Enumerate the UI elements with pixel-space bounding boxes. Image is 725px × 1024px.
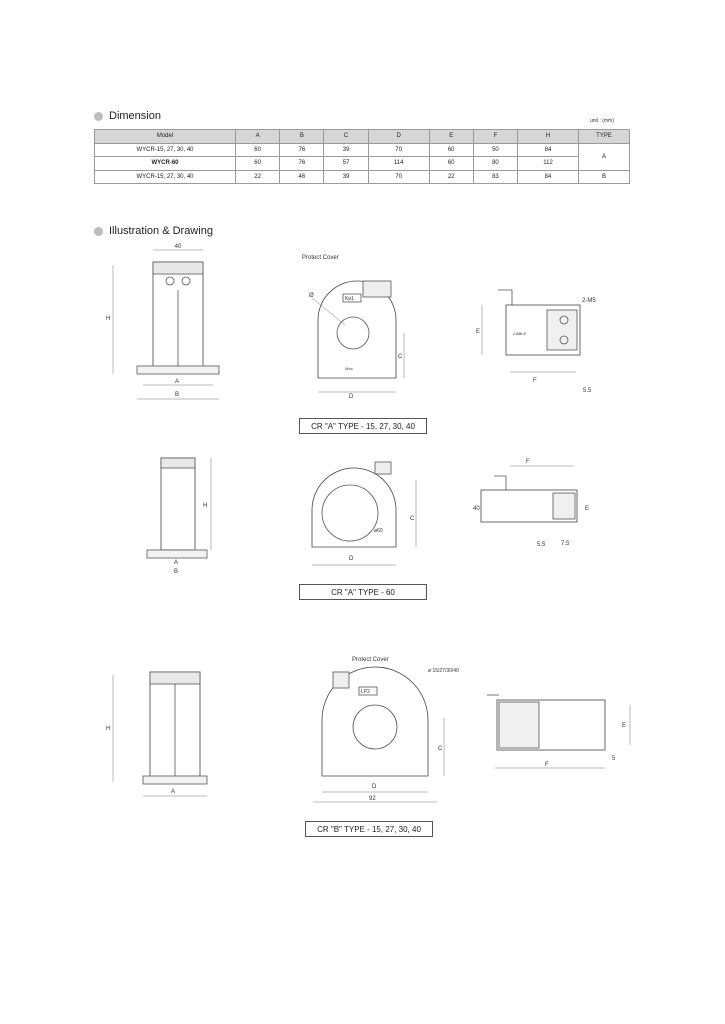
bullet-icon bbox=[94, 111, 103, 121]
dim-a: A bbox=[175, 379, 179, 385]
cell: 39 bbox=[323, 169, 369, 184]
col-header: B bbox=[279, 129, 325, 144]
table-row: WYCR-15, 27, 30, 40 60 76 39 70 60 50 84… bbox=[94, 142, 630, 171]
dim-a: A bbox=[174, 560, 178, 566]
caption-a-type: CR "A" TYPE - 15, 27, 30, 40 bbox=[299, 418, 427, 434]
dim-a: A bbox=[171, 789, 175, 795]
front-view-a-type: 40 H A B bbox=[106, 244, 220, 400]
table-header-row: Model A B C D E F H TYPE bbox=[94, 129, 630, 144]
caption-b-type: CR "B" TYPE - 15, 27, 30, 40 bbox=[305, 821, 433, 837]
col-header: H bbox=[517, 129, 579, 144]
dimension-heading: Dimension bbox=[94, 110, 161, 122]
side-view-a-type-60: ø60 D C bbox=[311, 461, 417, 566]
side-view-b-type: Protect Cover LP2 ø 15/27/30/40 D 92 C bbox=[313, 657, 459, 803]
dim-c: C bbox=[398, 354, 403, 360]
dim-c: C bbox=[410, 516, 415, 522]
dim-e: E bbox=[476, 329, 480, 335]
cell-model: WYCR-15, 27, 30, 40 bbox=[94, 169, 236, 184]
dim-92: 92 bbox=[369, 796, 376, 802]
dim-h: H bbox=[106, 726, 110, 732]
dimension-table: Model A B C D E F H TYPE WYCR-15, 27, 30… bbox=[94, 129, 630, 184]
dim-f: F bbox=[533, 378, 537, 384]
m5-label: 2-M5 bbox=[582, 298, 596, 304]
cell-type: A bbox=[578, 142, 630, 171]
dim-b: B bbox=[174, 569, 178, 575]
dim-f: F bbox=[545, 762, 549, 768]
dim-c: C bbox=[438, 746, 443, 752]
cable-label: CABLE bbox=[513, 331, 526, 336]
dim-7-5: 7.5 bbox=[561, 541, 570, 547]
protect-cover-label: Protect Cover bbox=[302, 255, 339, 261]
col-header: E bbox=[428, 129, 474, 144]
dimension-title: Dimension bbox=[109, 110, 161, 122]
phi60-label: ø60 bbox=[374, 528, 383, 534]
bullet-icon bbox=[94, 226, 103, 236]
table-row: WYCR-60 60 76 57 114 60 80 112 bbox=[94, 156, 630, 171]
dim-f: F bbox=[526, 459, 530, 465]
dim-5-5: 5.5 bbox=[583, 388, 592, 394]
top-view-a-type: CABLE 2-M5 E F 5.5 bbox=[476, 289, 596, 394]
phi15-label: ø 15/27/30/40 bbox=[428, 668, 459, 674]
illustration-title: Illustration & Drawing bbox=[109, 225, 213, 237]
dim-40: 40 bbox=[473, 506, 480, 512]
dim-40: 40 bbox=[175, 244, 182, 250]
dim-h: H bbox=[203, 503, 207, 509]
col-header: Model bbox=[94, 129, 236, 144]
dim-b: B bbox=[175, 392, 179, 398]
dim-d: D bbox=[372, 784, 377, 790]
top-view-b-type: F E 5 bbox=[487, 694, 631, 769]
cell-type: B bbox=[578, 169, 630, 184]
lp2-label: LP2 bbox=[361, 689, 370, 695]
unit-label: unit : (mm) bbox=[590, 118, 614, 124]
dim-d: D bbox=[349, 556, 354, 562]
caption-a-type-60: CR "A" TYPE - 60 bbox=[299, 584, 427, 600]
dim-d: D bbox=[349, 394, 354, 400]
cell: 83 bbox=[472, 169, 519, 184]
kp1-label: Kp1 bbox=[345, 296, 354, 302]
dim-h: H bbox=[106, 316, 110, 322]
front-view-a-type-60: H A B bbox=[146, 457, 212, 575]
table-row: WYCR-15, 27, 30, 40 22 46 39 70 22 83 84… bbox=[94, 169, 630, 184]
dim-5: 5 bbox=[612, 756, 616, 762]
protect-cover-label: Protect Cover bbox=[352, 657, 389, 663]
illustration-heading: Illustration & Drawing bbox=[94, 225, 213, 237]
side-view-a-type: Protect Cover Kp1 Wcc Ø D C bbox=[302, 255, 405, 400]
top-view-a-type-60: F 40 E 5.5 7.5 bbox=[473, 459, 589, 548]
wcc-label: Wcc bbox=[345, 366, 353, 371]
dim-5-5: 5.5 bbox=[537, 542, 546, 548]
col-header: C bbox=[323, 129, 369, 144]
phi-label: Ø bbox=[309, 293, 314, 299]
front-view-b-type: H A bbox=[106, 671, 208, 797]
dim-e: E bbox=[622, 723, 626, 729]
dim-e: E bbox=[585, 506, 589, 512]
